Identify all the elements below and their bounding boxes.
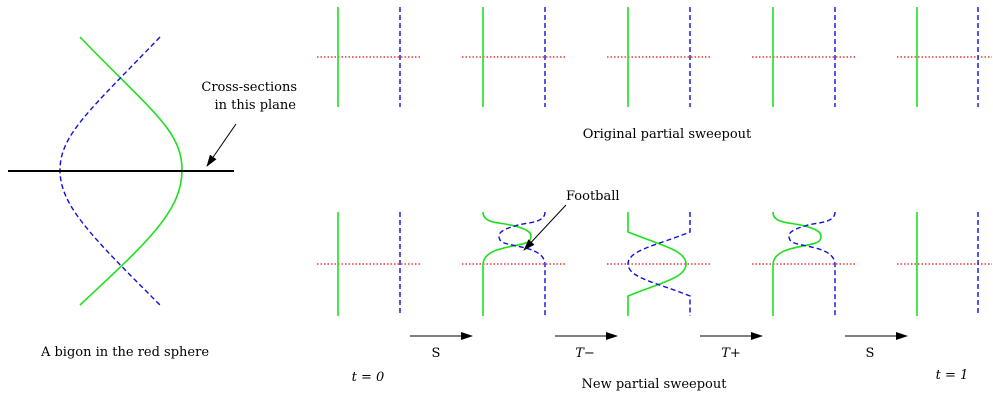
football-label: Football [566, 189, 620, 204]
original-frame-3 [607, 7, 712, 107]
new-frame-1 [317, 212, 422, 316]
original-frame-2 [462, 7, 567, 107]
original-caption: Original partial sweepout [583, 127, 752, 142]
blue-arc [498, 211, 546, 316]
stage-label-tminus: T− [575, 346, 595, 361]
green-arc [772, 211, 822, 316]
cross-sections-label-1: Cross-sections [201, 80, 297, 95]
original-frame-5 [897, 7, 992, 107]
cross-sections-label-2: in this plane [214, 98, 296, 113]
blue-arc [627, 212, 691, 316]
plane-pointer-arrow [206, 123, 237, 167]
new-sweepout-row: Football S T− T+ S t = 0 New partial swe… [317, 189, 992, 392]
green-arc [482, 211, 532, 316]
original-frame-1 [317, 7, 422, 107]
t-one-label: t = 1 [936, 368, 969, 383]
stage-label-s2: S [866, 346, 875, 361]
original-frame-4 [752, 7, 857, 107]
new-frame-4 [752, 211, 857, 316]
new-caption: New partial sweepout [582, 377, 728, 392]
new-frame-3 [607, 212, 712, 316]
original-sweepout-row: Original partial sweepout [317, 7, 992, 142]
stage-label-s1: S [432, 346, 441, 361]
bigon-panel: Cross-sections in this plane A bigon in … [8, 36, 297, 360]
stage-label-tplus: T+ [721, 346, 741, 361]
new-frame-2 [462, 211, 567, 316]
football-pointer-arrow [523, 204, 567, 251]
green-arc [627, 212, 687, 316]
bigon-caption: A bigon in the red sphere [40, 345, 209, 360]
new-frame-5 [897, 212, 992, 316]
t-zero-label: t = 0 [352, 370, 385, 385]
blue-arc [788, 211, 836, 316]
